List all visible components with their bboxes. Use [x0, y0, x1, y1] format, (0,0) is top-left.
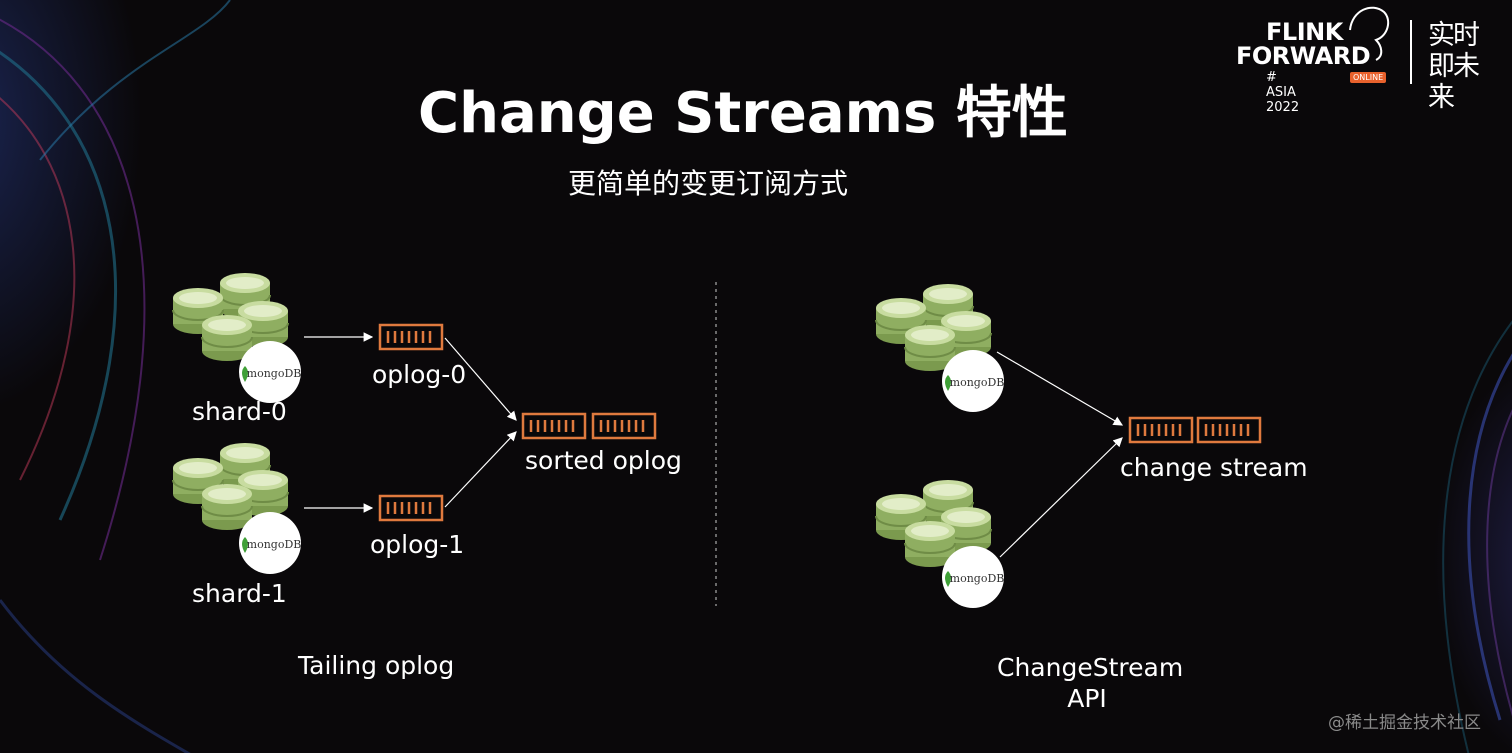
- shard-0-db-icon: mongoDB: [172, 272, 302, 403]
- left-caption: Tailing oplog: [298, 651, 455, 680]
- mongodb-logo-text: mongoDB: [247, 367, 302, 380]
- mongodb-logo-text: mongoDB: [950, 572, 1005, 585]
- oplog-1-label: oplog-1: [370, 530, 465, 559]
- sorted-oplog-queue-icon: [591, 412, 657, 440]
- slide-title: Change Streams 特性: [418, 81, 1068, 146]
- arrow-oplog1-sorted: [444, 431, 517, 508]
- mongodb-logo-text: mongoDB: [247, 538, 302, 551]
- mongodb-logo-text: mongoDB: [950, 376, 1005, 389]
- oplog-0-queue-icon: [378, 323, 444, 351]
- slide-subtitle: 更简单的变更订阅方式: [568, 167, 849, 200]
- change-stream-queue-icon: [1128, 416, 1194, 444]
- right-caption-line1: ChangeStream: [997, 653, 1184, 682]
- watermark: @稀土掘金技术社区: [1328, 713, 1481, 733]
- logo-badge: ONLINE: [1350, 72, 1387, 83]
- db-cluster-top-icon: mongoDB: [875, 283, 1005, 412]
- db-cluster-bottom-icon: mongoDB: [875, 479, 1005, 608]
- logo-tagline: 实时即未来: [1428, 20, 1480, 113]
- right-caption-line2: API: [1067, 684, 1107, 713]
- shard-1-db-icon: mongoDB: [172, 442, 302, 574]
- arrow-bottom-db-changestream: [999, 437, 1123, 558]
- logo-line1: FLINK: [1266, 18, 1343, 46]
- arrow-top-db-changestream: [996, 351, 1124, 426]
- oplog-0-label: oplog-0: [372, 360, 467, 389]
- arrow-oplog0-sorted: [444, 337, 517, 421]
- logo-divider: [1410, 20, 1412, 84]
- shard-1-label: shard-1: [192, 579, 287, 608]
- shard-0-label: shard-0: [192, 397, 287, 426]
- oplog-1-queue-icon: [378, 494, 444, 522]
- logo-line2: FORWARD: [1236, 42, 1371, 70]
- logo-line3: # ASIA 2022: [1266, 70, 1300, 115]
- change-stream-queue-icon: [1196, 416, 1262, 444]
- change-stream-label: change stream: [1120, 453, 1308, 482]
- sorted-oplog-label: sorted oplog: [525, 446, 682, 475]
- sorted-oplog-queue-icon: [521, 412, 587, 440]
